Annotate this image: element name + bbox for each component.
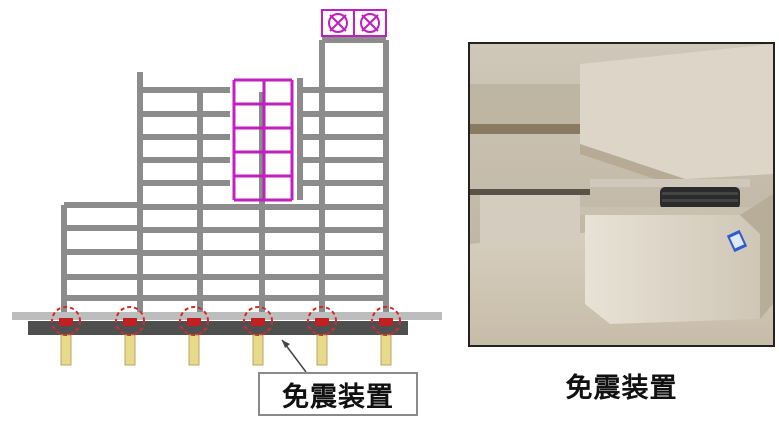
photo-caption: 免震装置 bbox=[565, 373, 678, 404]
isolator-marker bbox=[371, 306, 401, 336]
isolator-marker bbox=[51, 306, 81, 336]
isolator-bearing bbox=[379, 318, 393, 326]
isolator-bearing bbox=[59, 318, 73, 326]
isolator-group bbox=[51, 306, 401, 366]
building-section-diagram bbox=[12, 9, 442, 373]
atrium-frame bbox=[232, 78, 294, 202]
foundation-slab bbox=[28, 321, 408, 335]
equipment-tag-icon bbox=[726, 229, 748, 253]
isolator-bearing bbox=[315, 318, 329, 326]
ground-line bbox=[12, 312, 442, 320]
rooftop-truss bbox=[321, 9, 387, 37]
isolator-bearing bbox=[251, 318, 265, 326]
pile bbox=[252, 334, 264, 366]
pile bbox=[60, 334, 72, 366]
isolator-marker bbox=[243, 306, 273, 336]
isolator-marker bbox=[115, 306, 145, 336]
callout-arrowhead bbox=[282, 340, 290, 348]
isolator-bearing bbox=[123, 318, 137, 326]
pile bbox=[188, 334, 200, 366]
isolator-bearing bbox=[187, 318, 201, 326]
pile bbox=[316, 334, 328, 366]
low-block bbox=[61, 202, 140, 312]
isolator-marker bbox=[307, 306, 337, 336]
pile bbox=[380, 334, 392, 366]
right-block bbox=[262, 37, 389, 312]
pile bbox=[124, 334, 136, 366]
isolator-photo bbox=[468, 42, 775, 347]
isolator-marker bbox=[179, 306, 209, 336]
isolator-callout-label: 免震装置 bbox=[258, 372, 418, 416]
middle-block bbox=[137, 72, 265, 312]
